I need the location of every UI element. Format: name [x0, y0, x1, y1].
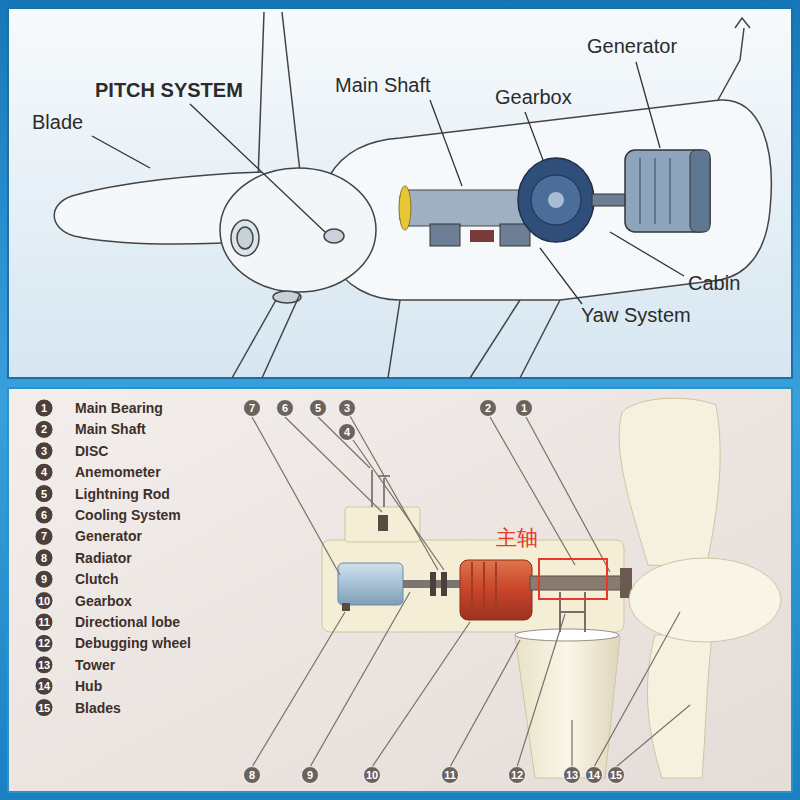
- leader-line: [92, 62, 684, 304]
- callout-number: 2: [33, 421, 55, 437]
- legend-text: Directional lobe: [75, 613, 180, 631]
- part-label: PITCH SYSTEM: [95, 79, 243, 101]
- top-panel: [8, 8, 792, 378]
- part-label: Main Shaft: [335, 74, 431, 96]
- legend-text: Clutch: [75, 570, 119, 588]
- part-label: Gearbox: [495, 86, 572, 108]
- callout-number: 10: [33, 593, 55, 609]
- drivetrain-sketch: [399, 150, 710, 246]
- callout-number: 1: [513, 400, 535, 416]
- bottom-panel: [8, 388, 792, 792]
- callout-number: 8: [33, 550, 55, 566]
- callout-number: 13: [561, 767, 583, 783]
- legend-text: Main Shaft: [75, 420, 146, 438]
- legend-text: Generator: [75, 527, 142, 545]
- legend-text: Blades: [75, 699, 121, 717]
- callout-number: 11: [439, 767, 461, 783]
- callout-number: 7: [33, 528, 55, 544]
- legend-text: Debugging wheel: [75, 634, 191, 652]
- callout-number: 13: [33, 657, 55, 673]
- part-label: Cabin: [688, 272, 740, 294]
- legend-text: Cooling System: [75, 506, 181, 524]
- callout-number: 5: [33, 486, 55, 502]
- node-heading: 主轴: [496, 526, 538, 550]
- callout-number: 14: [583, 767, 605, 783]
- callout-number: 4: [336, 424, 358, 440]
- callout-number: 10: [361, 767, 383, 783]
- legend-text: Gearbox: [75, 592, 132, 610]
- legend-text: Anemometer: [75, 463, 161, 481]
- part-label: Yaw System: [581, 304, 691, 326]
- legend-text: Tower: [75, 656, 115, 674]
- callout-number: 1: [33, 400, 55, 416]
- callout-number: 6: [33, 507, 55, 523]
- part-label: Generator: [587, 35, 677, 57]
- callout-number: 8: [241, 767, 263, 783]
- callout-number: 6: [274, 400, 296, 416]
- callout-number: 7: [241, 400, 263, 416]
- part-label: Blade: [32, 111, 83, 133]
- callout-number: 12: [506, 767, 528, 783]
- callout-number: 3: [336, 400, 358, 416]
- legend-text: DISC: [75, 442, 108, 460]
- callout-number: 15: [33, 700, 55, 716]
- callout-number: 9: [299, 767, 321, 783]
- legend-text: Radiator: [75, 549, 132, 567]
- callout-number: 14: [33, 678, 55, 694]
- leader-line: [252, 416, 690, 767]
- callout-number: 2: [477, 400, 499, 416]
- callout-number: 12: [33, 635, 55, 651]
- nacelle-sketch: [54, 12, 771, 378]
- callout-number: 15: [605, 767, 627, 783]
- legend-text: Hub: [75, 677, 102, 695]
- callout-number: 11: [33, 614, 55, 630]
- legend-text: Lightning Rod: [75, 485, 170, 503]
- callout-number: 9: [33, 571, 55, 587]
- callout-number: 5: [307, 400, 329, 416]
- turbine-illustration: [322, 398, 781, 778]
- callout-number: 4: [33, 464, 55, 480]
- legend-text: Main Bearing: [75, 399, 163, 417]
- callout-number: 3: [33, 443, 55, 459]
- highlight-box: 主轴: [538, 558, 608, 600]
